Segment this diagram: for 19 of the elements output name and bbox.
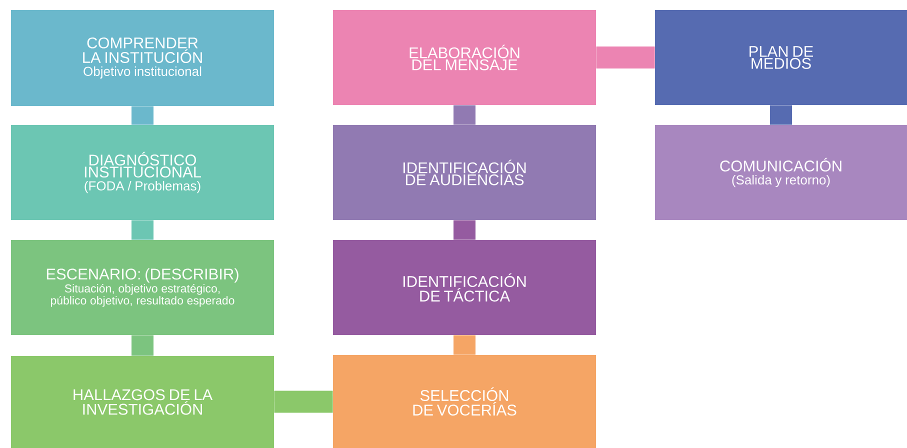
connector-bar bbox=[274, 390, 333, 413]
connector-bar bbox=[132, 335, 154, 356]
connector-bar bbox=[454, 220, 476, 240]
connector-bar bbox=[132, 220, 154, 240]
process-box: DIAGNÓSTICO INSTITUCIONAL (FODA / Problemas) bbox=[11, 125, 274, 220]
process-box: COMUNICACIÓN (Salida y retorno) bbox=[655, 125, 907, 220]
process-box: ESCENARIO: (DESCRIBIR) Situación, objetivo estratégico, público objetivo, resultado esperado bbox=[11, 240, 274, 335]
process-box: HALLAZGOS DE LA INVESTIGACIÓN bbox=[11, 356, 274, 448]
connector-bar bbox=[454, 105, 476, 125]
process-box: IDENTIFICACIÓN DE TÁCTICA bbox=[333, 240, 596, 335]
process-box: PLAN DE MEDIOS bbox=[655, 10, 907, 105]
connector-bar bbox=[454, 335, 476, 355]
connector-bar bbox=[770, 105, 792, 125]
process-box: COMPRENDER LA INSTITUCIÓN Objetivo institucional bbox=[11, 10, 274, 106]
connector-bar bbox=[596, 46, 655, 68]
process-box: SELECCIÓN DE VOCERÍAS bbox=[333, 355, 596, 448]
connector-bar bbox=[132, 106, 154, 125]
process-box: ELABORACIÓN DEL MENSAJE bbox=[333, 10, 596, 105]
process-box: IDENTIFICACIÓN DE AUDIENCIAS bbox=[333, 125, 596, 220]
